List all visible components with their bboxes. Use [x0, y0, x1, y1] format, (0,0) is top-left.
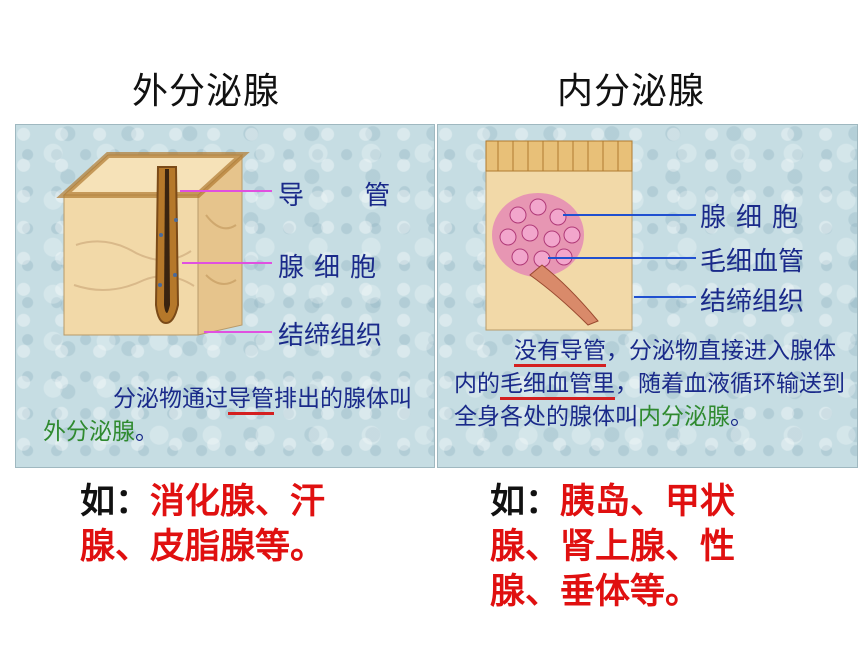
exocrine-description: 分泌物通过导管排出的腺体叫外分泌腺。	[43, 383, 423, 449]
example-lead: 如：	[80, 482, 151, 522]
example-text: 胰岛、甲状腺、肾上腺、性腺、垂体等。	[490, 482, 736, 612]
duct-label: 导 管	[278, 181, 417, 211]
exocrine-panel: 导 管 腺细胞 结缔组织 分泌物通过导管排出的腺体叫外分泌腺。	[15, 124, 435, 468]
desc-no-duct-term: 没有导管	[514, 338, 606, 367]
endocrine-title: 内分泌腺	[557, 71, 706, 112]
desc-text: ，随着血液循环输送到全身各处的腺体叫	[454, 371, 845, 430]
endocrine-gland-illustration	[485, 140, 696, 331]
desc-text: 排出的	[274, 386, 343, 412]
example-lead: 如：	[490, 482, 561, 522]
capillary-label: 毛细血管	[700, 247, 805, 277]
exocrine-examples: 如：消化腺、汗腺、皮脂腺等。	[80, 480, 355, 570]
desc-exocrine-term: 外分泌腺	[43, 419, 135, 445]
desc-text: 。	[135, 419, 158, 445]
connective-tissue-label: 结缔组织	[700, 287, 805, 317]
desc-text: 分泌物通过	[113, 386, 228, 412]
exocrine-gland-illustration	[56, 152, 272, 336]
connective-tissue-label: 结缔组织	[278, 321, 383, 351]
example-text: 消化腺、汗腺、皮脂腺等。	[80, 482, 326, 567]
endocrine-panel: 腺细胞 毛细血管 结缔组织 没有导管，分泌物直接进入腺体内的毛细血管里，随着血液…	[437, 124, 858, 468]
gland-cell-label: 腺细胞	[278, 253, 387, 283]
desc-text: ，分泌物直接进入腺体内的	[454, 338, 836, 397]
desc-text: 。	[730, 404, 753, 430]
gland-cell-label: 腺细胞	[700, 203, 809, 233]
desc-duct-term: 导管	[228, 386, 274, 415]
desc-capillary-term: 毛细血管里	[500, 371, 615, 400]
endocrine-description: 没有导管，分泌物直接进入腺体内的毛细血管里，随着血液循环输送到全身各处的腺体叫内…	[454, 335, 848, 434]
endocrine-examples: 如：胰岛、甲状腺、肾上腺、性腺、垂体等。	[490, 480, 800, 615]
exocrine-title: 外分泌腺	[132, 71, 281, 112]
desc-endocrine-term: 内分泌腺	[638, 404, 730, 430]
desc-text: 腺体叫	[343, 386, 412, 412]
